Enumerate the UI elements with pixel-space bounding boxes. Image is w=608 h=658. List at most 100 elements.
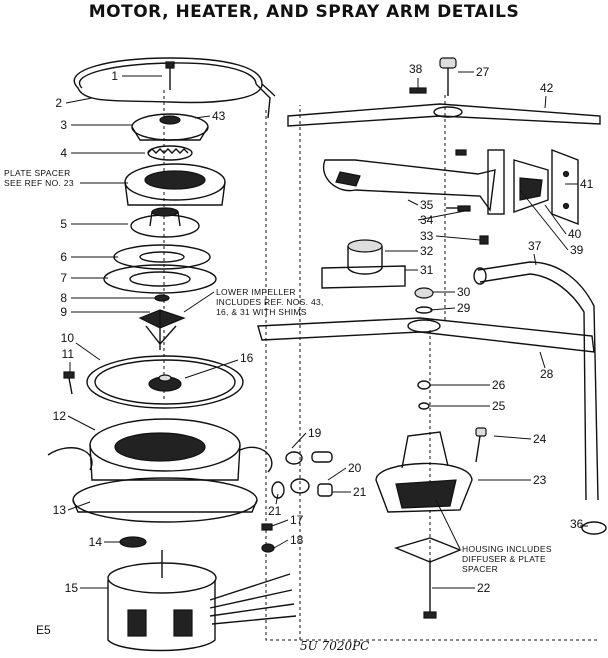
callout-1: 1 [111, 69, 118, 83]
impeller-5 [130, 207, 200, 238]
grommet-36 [581, 521, 607, 535]
screw-1 [165, 61, 175, 90]
note-lower-impeller-line1: LOWER IMPELLER [216, 287, 296, 297]
lower-spray-arm-28 [257, 317, 595, 353]
diffuser-22 [393, 537, 462, 619]
callout-30: 30 [457, 285, 471, 299]
gasket-7 [103, 264, 217, 294]
callout-4: 4 [60, 146, 67, 160]
bracket-39 [513, 159, 549, 213]
motor-housing-12 [47, 418, 273, 481]
washer-25 [418, 402, 430, 410]
callout-43: 43 [212, 109, 226, 123]
note-plate-spacer-line1: PLATE SPACER [4, 168, 71, 178]
callout-26: 26 [492, 378, 506, 392]
footer-code: E5 [36, 623, 51, 637]
leader-line-20 [327, 467, 347, 481]
leader-line-43 [194, 115, 211, 119]
leader-line-13 [67, 501, 91, 511]
callout-18: 18 [290, 533, 304, 547]
callout-22: 22 [477, 581, 491, 595]
note-lower-impeller-line3: 16, & 31 WITH SHIMS [216, 307, 307, 317]
callout-7: 7 [60, 271, 67, 285]
note-plate-spacer-line2: SEE REF NO. 23 [4, 178, 74, 188]
callout-5: 5 [60, 217, 67, 231]
seal-14 [119, 536, 147, 548]
callout-42: 42 [540, 81, 554, 95]
lower-impeller-9 [138, 309, 186, 350]
upper-spray-arm-42 [287, 103, 601, 127]
note-housing-line1: HOUSING INCLUDES [462, 544, 552, 554]
callout-13: 13 [53, 503, 67, 517]
impeller-cover [131, 113, 209, 141]
leader-line-10 [75, 342, 101, 361]
coupler-32 [347, 239, 383, 275]
callout-9: 9 [60, 305, 67, 319]
bearing-30 [414, 287, 434, 299]
motor-15 [107, 550, 297, 652]
callout-6: 6 [60, 250, 67, 264]
callout-10: 10 [61, 331, 75, 345]
leader-line-28 [539, 351, 546, 369]
assembly-guides [163, 90, 600, 641]
leader-line-42 [544, 95, 547, 109]
callout-32: 32 [420, 244, 434, 258]
seal-4 [147, 145, 193, 161]
callout-25: 25 [492, 399, 506, 413]
washer-8 [154, 294, 170, 302]
leader-line-19 [291, 432, 307, 449]
bracket-40-41 [551, 148, 579, 226]
callout-17: 17 [290, 513, 304, 527]
note-lower-impeller-line2: INCLUDES REF. NOS. 43, [216, 297, 324, 307]
screw-33 [479, 235, 489, 245]
screw-34 [446, 149, 471, 212]
callout-21b: 21 [268, 504, 282, 518]
leader-line-39 [519, 189, 569, 251]
pump-housing [124, 163, 226, 206]
leader-line-29 [429, 307, 456, 311]
callout-41: 41 [580, 177, 594, 191]
leader-line-34 [417, 209, 471, 221]
base-plate-13 [72, 477, 258, 523]
callout-24: 24 [533, 432, 547, 446]
callout-39: 39 [570, 243, 584, 257]
callout-31: 31 [420, 263, 434, 277]
note-housing-line3: SPACER [462, 564, 498, 574]
callout-35: 35 [420, 198, 434, 212]
callout-36: 36 [570, 517, 584, 531]
leader-line-21b [275, 493, 279, 505]
leader-line-24 [493, 435, 532, 440]
callout-12: 12 [53, 409, 67, 423]
callout-33: 33 [420, 229, 434, 243]
leader-line-37 [533, 253, 537, 266]
screw-11 [63, 371, 75, 395]
washer-29 [415, 306, 433, 314]
note-housing: HOUSING INCLUDES DIFFUSER & PLATE SPACER [435, 499, 552, 574]
callout-29: 29 [457, 301, 471, 315]
callout-15: 15 [65, 581, 79, 595]
hose-clamp-set [261, 451, 333, 553]
callout-27: 27 [476, 65, 490, 79]
housing-23 [375, 431, 473, 513]
leader-line-35 [407, 199, 419, 206]
bolt-24 [475, 427, 487, 463]
manifold-35 [322, 149, 505, 215]
leader-line-16 [184, 359, 239, 379]
base-31 [321, 265, 406, 289]
callout-11: 11 [62, 347, 75, 361]
leader-line-12 [67, 415, 96, 431]
spray-arm-bolt-27 [439, 57, 457, 96]
callout-16: 16 [240, 351, 254, 365]
nut-26 [417, 380, 431, 390]
callout-21a: 21 [353, 485, 367, 499]
leader-line-2 [65, 97, 93, 104]
supply-hose-37 [473, 261, 599, 501]
leader-line-17 [271, 519, 289, 527]
callout-40: 40 [568, 227, 582, 241]
handwritten-model-number: 5U 7020PC [300, 639, 369, 653]
callout-23: 23 [533, 473, 547, 487]
callout-38: 38 [409, 62, 423, 76]
note-lower-impeller: LOWER IMPELLER INCLUDES REF. NOS. 43, 16… [183, 287, 324, 317]
